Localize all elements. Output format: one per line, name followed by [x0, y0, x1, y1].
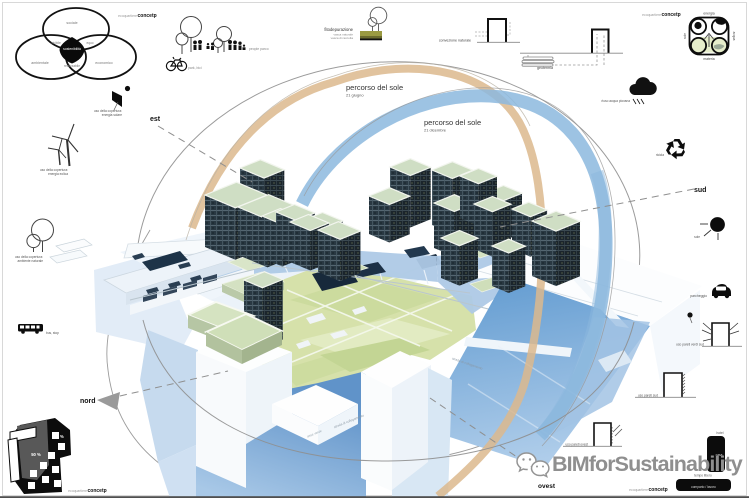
svg-text:est: est	[150, 116, 161, 123]
svg-text:energia: energia	[703, 12, 714, 16]
svg-text:uso della copertura:: uso della copertura:	[94, 109, 122, 113]
svg-text:ecoquartiere: ecoquartiere	[118, 14, 137, 18]
svg-text:fitodepurazione: fitodepurazione	[324, 27, 353, 32]
svg-text:asse verde: asse verde	[306, 429, 322, 439]
svg-text:ecoquartiere: ecoquartiere	[68, 489, 87, 493]
svg-text:uso pareti sud: uso pareti sud	[638, 394, 658, 398]
svg-text:comparto / lavoro: comparto / lavoro	[691, 485, 716, 489]
svg-text:sostenibilità: sostenibilità	[63, 47, 81, 51]
svg-text:concetp: concetp	[138, 13, 157, 19]
svg-text:BIMforSustainability: BIMforSustainability	[552, 452, 743, 476]
svg-text:nord: nord	[80, 398, 96, 405]
svg-text:21 giugno: 21 giugno	[346, 93, 364, 98]
svg-text:materia: materia	[703, 57, 714, 61]
svg-text:50 %: 50 %	[54, 434, 64, 439]
svg-text:uso pareti verdi sud: uso pareti verdi sud	[676, 343, 704, 347]
svg-text:energia eolica: energia eolica	[48, 172, 68, 176]
svg-text:ovest: ovest	[538, 483, 556, 490]
svg-text:convezione naturale: convezione naturale	[439, 39, 471, 43]
svg-text:vasca naturale: vasca naturale	[333, 33, 353, 37]
svg-text:geotermia: geotermia	[537, 66, 553, 70]
svg-text:percorso del sole: percorso del sole	[346, 83, 403, 92]
svg-text:realizzabile: realizzabile	[64, 64, 80, 68]
svg-text:casa: casa	[716, 453, 723, 457]
svg-text:sociale: sociale	[66, 21, 77, 25]
svg-text:ricicla: ricicla	[656, 153, 664, 157]
svg-text:sole: sole	[694, 235, 700, 239]
svg-text:sole: sole	[683, 33, 687, 39]
svg-text:vivibile: vivibile	[51, 41, 61, 45]
svg-text:sud: sud	[694, 187, 706, 194]
svg-text:concetp: concetp	[662, 12, 681, 18]
svg-text:bus, stop: bus, stop	[46, 331, 59, 335]
svg-text:percorso del sole: percorso del sole	[424, 118, 481, 127]
svg-text:21 dicembre: 21 dicembre	[424, 128, 447, 133]
svg-text:uso pareti ovest: uso pareti ovest	[565, 443, 588, 447]
svg-text:equo: equo	[86, 41, 93, 45]
svg-text:park, bici: park, bici	[188, 66, 202, 70]
svg-text:uso della copertura:: uso della copertura:	[40, 168, 68, 172]
svg-text:energia solare: energia solare	[102, 113, 122, 117]
svg-text:economico: economico	[95, 61, 112, 65]
svg-text:concetp: concetp	[649, 487, 668, 493]
svg-text:ecoquartiere: ecoquartiere	[629, 488, 648, 492]
svg-text:ambiente naturale: ambiente naturale	[17, 259, 43, 263]
svg-text:riuso acqua piovana: riuso acqua piovana	[601, 99, 630, 103]
svg-text:vasca di raccolta: vasca di raccolta	[331, 36, 354, 40]
svg-text:tempo libero: tempo libero	[694, 474, 712, 478]
svg-text:hotel: hotel	[717, 431, 724, 435]
svg-text:50 %: 50 %	[31, 452, 41, 457]
svg-text:ambientale: ambientale	[31, 61, 49, 65]
svg-text:ecoquartiere: ecoquartiere	[642, 13, 661, 17]
svg-text:parcheggio: parcheggio	[690, 294, 707, 298]
svg-text:uso della copertura:: uso della copertura:	[15, 255, 43, 259]
svg-text:concetp: concetp	[88, 488, 107, 494]
svg-text:acqua: acqua	[732, 32, 736, 41]
svg-text:people parco: people parco	[249, 47, 269, 51]
